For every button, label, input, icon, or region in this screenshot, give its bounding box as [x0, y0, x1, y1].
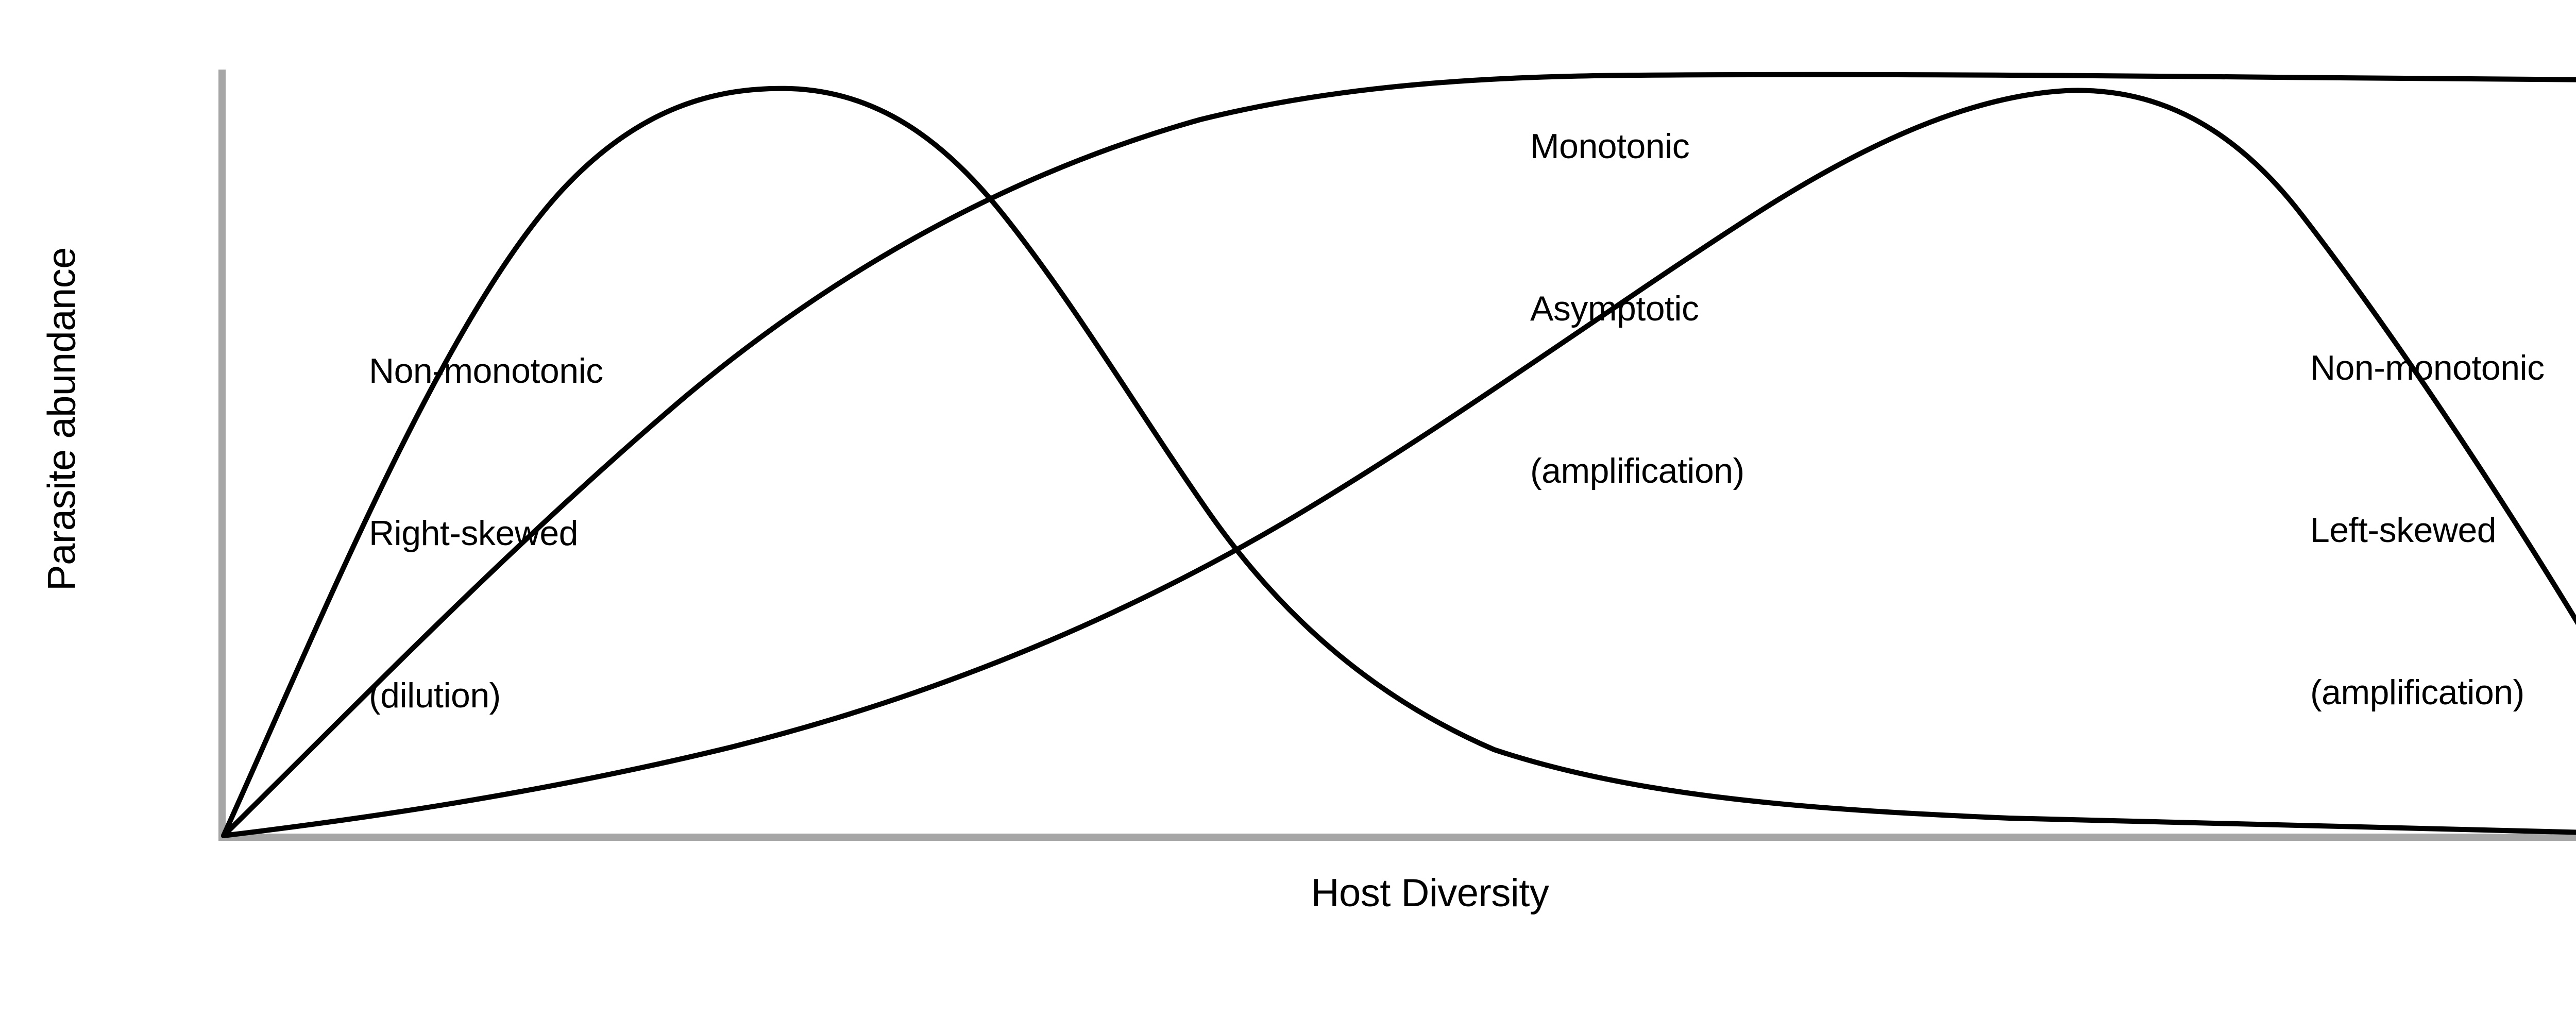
curve-monotonic-asymptotic [221, 72, 2576, 838]
curve-dilution-right-skewed [221, 86, 2576, 838]
annotation-left-skewed: Non-monotonic Left-skewed (amplification… [2310, 233, 2545, 828]
annotation-asymptotic-line-1: Monotonic [1530, 127, 1690, 166]
annotation-left-skewed-line-3: (amplification) [2310, 673, 2524, 712]
x-axis-title: Host Diversity [0, 871, 2576, 916]
annotation-asymptotic-line-3: (amplification) [1530, 451, 1744, 490]
annotation-dilution: Non-monotonic Right-skewed (dilution) [369, 236, 603, 831]
annotation-asymptotic-line-2: Asymptotic [1530, 289, 1699, 328]
x-axis-title-text: Host Diversity [1311, 871, 1549, 915]
annotation-left-skewed-line-1: Non-monotonic [2310, 348, 2545, 387]
curve-amplification-left-skewed [221, 88, 2576, 838]
annotation-dilution-line-3: (dilution) [369, 676, 501, 715]
annotation-left-skewed-line-2: Left-skewed [2310, 511, 2497, 550]
annotation-dilution-line-2: Right-skewed [369, 514, 578, 553]
y-axis-title: Parasite abundance [40, 247, 84, 591]
annotation-dilution-line-1: Non-monotonic [369, 351, 603, 391]
annotation-asymptotic: Monotonic Asymptotic (amplification) [1530, 11, 1744, 606]
